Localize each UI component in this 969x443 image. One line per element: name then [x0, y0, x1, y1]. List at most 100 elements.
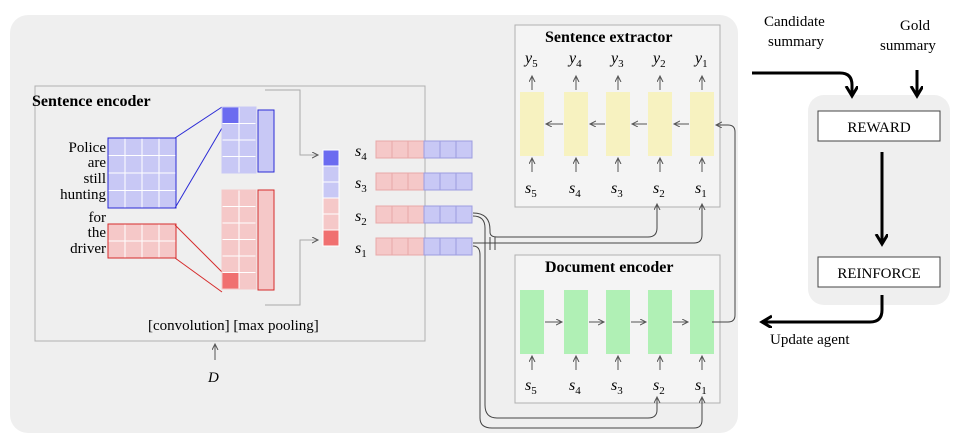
pool-line-bottom — [265, 240, 318, 306]
sentence-vector-cell — [407, 172, 425, 191]
candidate-arrow — [752, 71, 852, 96]
sentence-vector-cell — [391, 237, 409, 256]
sentence-vector-cell — [375, 172, 393, 191]
red-feature-cell — [221, 255, 240, 273]
word-5: the — [88, 225, 107, 241]
blue-grid-cell — [107, 137, 126, 156]
red-feature-cell — [238, 255, 257, 273]
input-symbol: D — [207, 370, 219, 386]
gold-summary-line2: summary — [880, 38, 936, 54]
docenc-cell — [520, 290, 544, 354]
blue-feature-column — [257, 109, 275, 173]
blue-conv-line-top — [174, 106, 223, 139]
blue-grid-cell — [124, 155, 143, 174]
red-grid-cell — [107, 223, 126, 242]
sentence-vector-cell — [375, 140, 393, 159]
red-feature-cell — [238, 272, 257, 290]
red-conv-line-top — [174, 224, 223, 273]
sentence-vector-cell — [407, 237, 425, 256]
encoder-ops-label: [convolution] [max pooling] — [148, 318, 319, 334]
blue-feature-cell — [238, 156, 257, 174]
red-feature-cell — [221, 239, 240, 257]
blue-grid-cell — [141, 172, 160, 191]
sentence-vector-cell — [455, 205, 473, 224]
pooled-cell — [322, 213, 340, 231]
pooled-cell — [322, 229, 340, 247]
docenc-cell — [648, 290, 672, 354]
blue-feature-cell — [238, 139, 257, 157]
extractor-cell — [690, 92, 714, 156]
red-feature-cell — [238, 189, 257, 207]
blue-feature-border — [221, 106, 257, 174]
extractor-input-3: s2 — [653, 180, 665, 200]
blue-feature-cell — [221, 123, 240, 141]
blue-feature-cell — [221, 156, 240, 174]
sentence-vector-cell — [439, 205, 457, 224]
red-grid-cell — [107, 240, 126, 259]
reward-label: REWARD — [847, 120, 911, 136]
red-grid-cell — [158, 223, 177, 242]
docenc-cell — [690, 290, 714, 354]
sentence-vector-cell — [439, 140, 457, 159]
blue-grid-cell — [124, 190, 143, 209]
red-grid-cell — [124, 223, 143, 242]
document-encoder-title: Document encoder — [545, 259, 673, 276]
blue-feature-cell — [221, 106, 240, 124]
sentence-vector-cell — [391, 172, 409, 191]
sentence-extractor-title: Sentence extractor — [545, 29, 673, 46]
red-conv-line-bottom — [174, 257, 223, 293]
blue-grid-cell — [124, 137, 143, 156]
sentence-vector-cell — [375, 205, 393, 224]
blue-grid-cell — [107, 172, 126, 191]
extractor-cell — [648, 92, 672, 156]
pool-line-top — [265, 89, 318, 155]
blue-feature-map — [221, 106, 275, 174]
blue-grid-cell — [107, 155, 126, 174]
docenc-cell — [564, 290, 588, 354]
doc-to-extractor-link — [712, 125, 736, 323]
sentence-vector-cell — [407, 205, 425, 224]
sentence-vector-cell — [407, 140, 425, 159]
blue-feature-cell — [238, 123, 257, 141]
pooled-cell — [322, 165, 340, 183]
sentence-encoder: Sentence encoder Policearestillhuntingfo… — [32, 85, 426, 386]
word-0: Police — [69, 140, 107, 156]
blue-grid-cell — [158, 137, 177, 156]
blue-grid-cell — [158, 155, 177, 174]
sentence-vector-cell — [439, 172, 457, 191]
sentence-vector-cell — [375, 237, 393, 256]
pooled-cell — [322, 149, 340, 167]
update-agent-label: Update agent — [770, 332, 850, 348]
extractor-input-4: s1 — [695, 180, 707, 200]
s2-to-extractor — [472, 204, 657, 238]
word-6: driver — [70, 241, 106, 257]
pooled-cell — [322, 197, 340, 215]
extractor-cell — [606, 92, 630, 156]
sentence-vector-cell — [455, 237, 473, 256]
pooled-vector — [322, 149, 340, 247]
blue-grid-cell — [141, 190, 160, 209]
sentence-vector-cell — [391, 140, 409, 159]
word-1: are — [88, 155, 107, 171]
pooled-cell — [322, 181, 340, 199]
blue-grid-cell — [158, 190, 177, 209]
red-feature-cell — [221, 222, 240, 240]
red-grid-border — [107, 223, 177, 259]
blue-grid-border — [107, 137, 177, 209]
red-grid-cell — [158, 240, 177, 259]
sentence-vector-cell — [423, 237, 441, 256]
red-feature-map — [221, 189, 275, 291]
s2-to-docenc — [472, 215, 657, 419]
word-3: hunting — [60, 187, 106, 203]
sentence-vector-cell — [423, 172, 441, 191]
word-4: for — [89, 210, 107, 226]
red-grid-cell — [141, 223, 160, 242]
reinforce-box — [817, 256, 941, 288]
extractor-cell — [520, 92, 544, 156]
sentence-vector-label: s1 — [355, 240, 367, 260]
